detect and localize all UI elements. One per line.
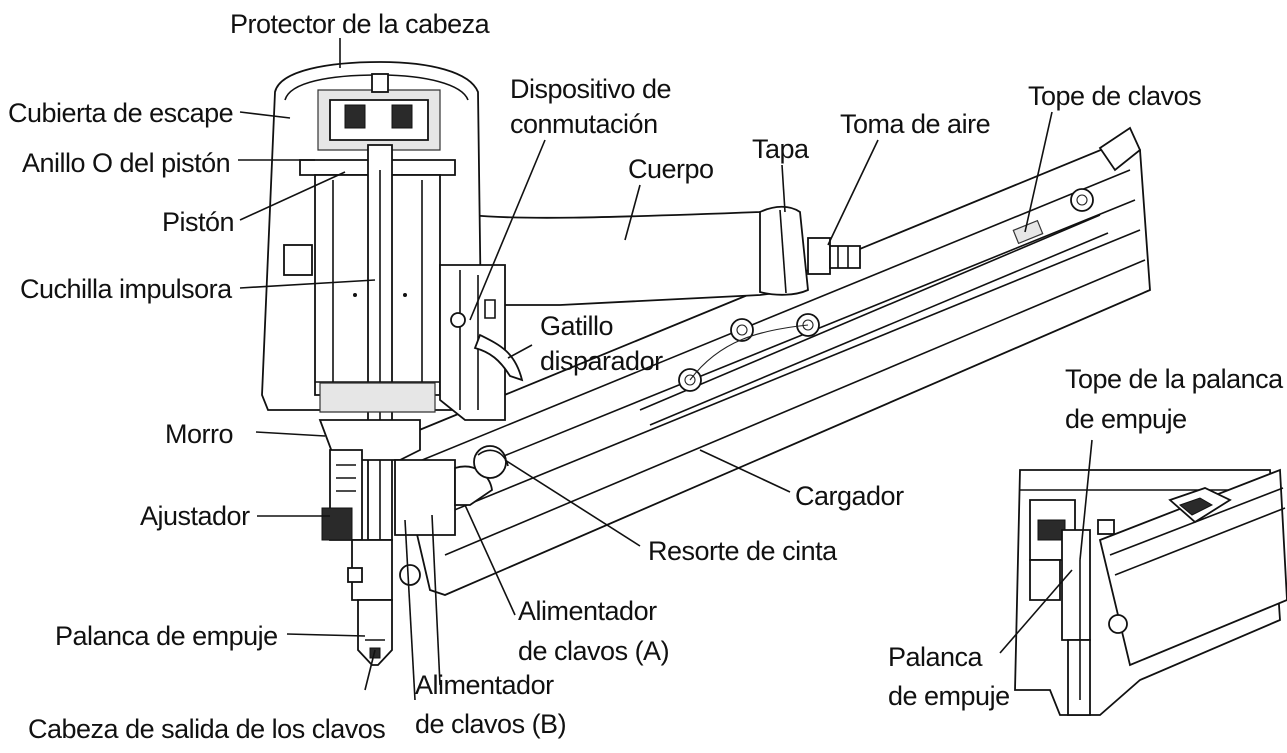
label-gatillo-2: disparador [540,346,663,376]
leader-dispositivo [469,139,546,321]
leader-lines [238,38,1093,691]
label-dispositivo-2: conmutación [510,109,658,139]
leader-toma [827,139,879,246]
label-cubierta-escape: Cubierta de escape [8,98,233,128]
label-cuerpo: Cuerpo [628,154,714,184]
trigger-assembly [439,264,524,421]
leader-tapa [781,164,786,213]
label-anillo-o-piston: Anillo O del pistón [22,148,230,178]
label-alimentador-a-2: de clavos (A) [518,636,669,666]
label-alimentador-b-1: Alimentador [415,670,554,700]
leader-tope-clavos [1024,111,1053,233]
cylinder-housing [261,61,483,541]
inset-illustration [1014,468,1287,716]
label-tope-palanca-2: de empuje [1065,404,1187,434]
label-ajustador: Ajustador [140,501,250,531]
leader-alim-a [464,504,516,616]
leader-cuerpo [624,184,641,241]
leader-palanca [286,633,366,637]
leader-piston [239,171,346,221]
label-morro: Morro [165,419,233,449]
label-protector-cabeza: Protector de la cabeza [230,9,491,39]
label-gatillo-1: Gatillo [540,311,613,341]
label-piston: Pistón [162,207,234,237]
label-cuchilla-impulsora: Cuchilla impulsora [20,274,233,304]
label-toma-aire: Toma de aire [840,109,990,139]
labels: Protector de la cabeza Cubierta de escap… [8,9,1285,744]
label-palanca-inset-2: de empuje [888,681,1010,711]
leader-alim-b [431,514,441,686]
label-alimentador-a-1: Alimentador [518,596,657,626]
leader-gatillo [507,344,533,359]
label-tapa: Tapa [752,134,810,164]
nose-section [318,419,509,701]
leader-cargador [699,449,791,493]
leader-palanca-inset [999,569,1073,654]
leader-cubierta [239,111,291,119]
label-tope-clavos: Tope de clavos [1028,81,1201,111]
label-palanca-inset-1: Palanca [888,642,984,672]
label-palanca-empuje: Palanca de empuje [55,621,278,651]
handle-body [469,205,861,306]
label-dispositivo-1: Dispositivo de [510,74,671,104]
label-tope-palanca-1: Tope de la palanca [1065,364,1284,394]
leader-cabeza [364,649,376,691]
label-cargador: Cargador [795,481,904,511]
leader-tope-palanca [1079,439,1093,561]
nailer-illustration [261,61,1151,701]
label-alimentador-b-2: de clavos (B) [415,709,566,739]
magazine [393,126,1151,596]
label-cabeza-salida: Cabeza de salida de los clavos [28,714,385,744]
label-resorte-cinta: Resorte de cinta [648,536,838,566]
leader-cuchilla [239,279,376,289]
leader-morro [255,431,326,437]
leader-resorte [504,459,641,547]
